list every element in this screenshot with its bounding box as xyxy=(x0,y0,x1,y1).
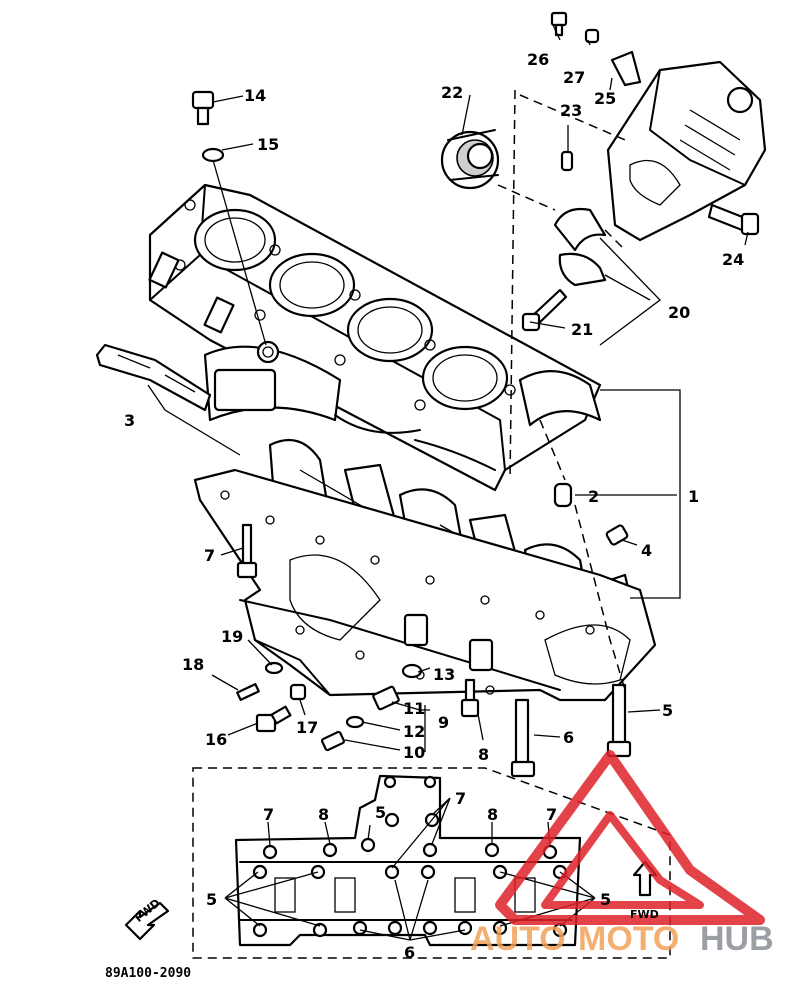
callout-5: 5 xyxy=(662,701,673,720)
detail-callout-5-left: 5 xyxy=(206,890,217,909)
callout-18: 18 xyxy=(182,655,204,674)
fwd-label-right: FWD xyxy=(630,908,659,921)
detail-callout-8-left: 8 xyxy=(318,805,329,824)
callout-25: 25 xyxy=(594,89,616,108)
callout-numbers: 1 2 3 4 5 6 7 8 9 10 11 12 13 14 15 16 1… xyxy=(105,50,744,981)
detail-callout-8-right: 8 xyxy=(487,805,498,824)
watermark-text-auto: AUTO xyxy=(470,920,566,958)
detail-callout-7-right: 7 xyxy=(546,805,557,824)
detail-callout-7-top: 7 xyxy=(455,789,466,808)
callout-10: 10 xyxy=(403,743,425,762)
diagram-code: 89A100-2090 xyxy=(105,966,191,981)
detail-callout-5-top: 5 xyxy=(375,803,386,822)
bearing-half-shells xyxy=(553,207,607,287)
callout-12: 12 xyxy=(403,722,425,741)
lower-crankcase xyxy=(193,468,657,702)
callout-16: 16 xyxy=(205,730,227,749)
callout-8: 8 xyxy=(478,745,489,764)
leader-lines xyxy=(147,24,749,752)
callout-26: 26 xyxy=(527,50,549,69)
callout-21: 21 xyxy=(571,320,593,339)
callout-23: 23 xyxy=(560,101,582,120)
callout-2: 2 xyxy=(588,487,599,506)
watermark-logo: AUTO MOTO HUB xyxy=(470,750,774,958)
callout-27: 27 xyxy=(563,68,585,87)
dashed-reference-lines xyxy=(497,89,631,691)
detail-callout-5-right: 5 xyxy=(600,890,611,909)
callout-19: 19 xyxy=(221,627,243,646)
watermark-text-moto: MOTO xyxy=(578,920,679,958)
callout-24: 24 xyxy=(722,250,744,269)
callout-22: 22 xyxy=(441,83,463,102)
callout-13: 13 xyxy=(433,665,455,684)
watermark-text-hub: HUB xyxy=(700,920,774,958)
upper-crankcase xyxy=(148,183,602,492)
callout-4: 4 xyxy=(641,541,652,560)
callout-9: 9 xyxy=(438,713,449,732)
callout-17: 17 xyxy=(296,718,318,737)
ball-bearing xyxy=(440,129,500,190)
callout-14: 14 xyxy=(244,86,266,105)
bearing-housing-cover xyxy=(606,60,767,242)
callout-7: 7 xyxy=(204,546,215,565)
callout-20: 20 xyxy=(668,303,690,322)
gasket-strip xyxy=(95,343,212,412)
detail-callout-7-left: 7 xyxy=(263,805,274,824)
callout-3: 3 xyxy=(124,411,135,430)
callout-1: 1 xyxy=(688,487,699,506)
callout-15: 15 xyxy=(257,135,279,154)
callout-11: 11 xyxy=(403,699,425,718)
callout-6: 6 xyxy=(563,728,574,747)
detail-inset xyxy=(124,767,671,959)
detail-callout-6: 6 xyxy=(404,943,415,962)
